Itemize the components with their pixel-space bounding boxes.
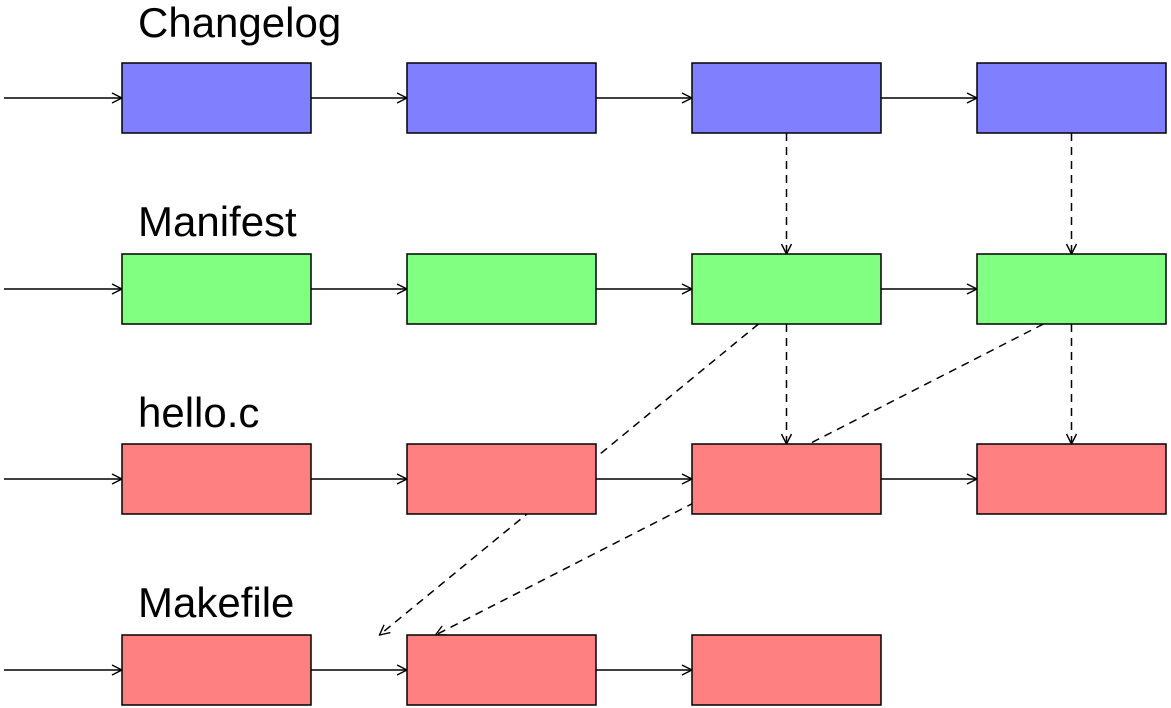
revision-box xyxy=(121,62,312,134)
row-label-hello-c: hello.c xyxy=(138,389,260,436)
dependency-links xyxy=(380,133,1072,635)
revision-box xyxy=(406,62,597,134)
revision-box xyxy=(406,443,597,515)
revision-box xyxy=(406,634,597,706)
row-hello-c xyxy=(4,443,1167,515)
row-makefile xyxy=(4,634,882,706)
revision-box xyxy=(406,253,597,325)
row-manifest xyxy=(4,253,1167,325)
row-changelog xyxy=(4,62,1167,134)
revision-box xyxy=(121,253,312,325)
revision-box xyxy=(691,253,882,325)
row-label-changelog: Changelog xyxy=(138,0,342,46)
row-label-manifest: Manifest xyxy=(138,198,297,245)
revision-box xyxy=(691,62,882,134)
revision-box xyxy=(976,62,1167,134)
revision-box xyxy=(121,634,312,706)
revision-box xyxy=(691,443,882,515)
revision-box xyxy=(976,443,1167,515)
revlog-rows xyxy=(4,62,1167,706)
revision-box xyxy=(691,634,882,706)
revision-box xyxy=(121,443,312,515)
row-label-makefile: Makefile xyxy=(138,579,295,626)
revision-box xyxy=(976,253,1167,325)
